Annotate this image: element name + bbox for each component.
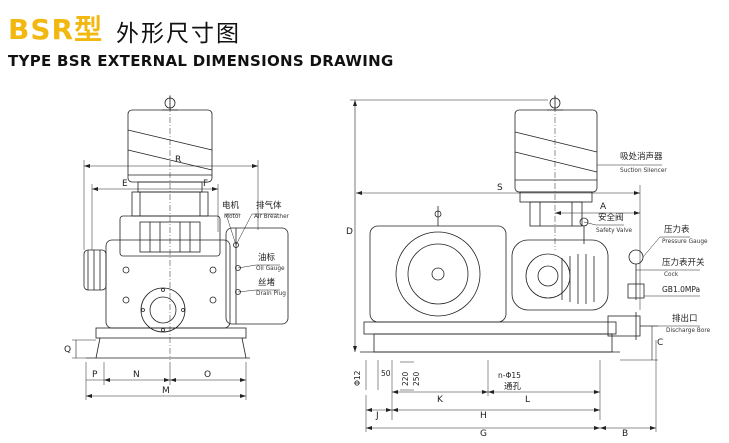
dim-F: F [203,179,208,189]
dim-A: A [600,202,607,212]
callout-oil-en: Oil Gauge [256,266,285,272]
left-oil-gauge-mark [235,265,241,271]
left-side-motor [225,227,289,325]
dim-E: E [122,179,128,189]
callout-motor-cn: 电机 [222,200,240,211]
dim-Q: Q [64,345,71,355]
dim-220: 220 [401,371,410,386]
left-pulley [83,249,107,291]
english-title: TYPE BSR EXTERNAL DIMENSIONS DRAWING [8,52,394,70]
left-base [95,327,247,339]
right-rotor [525,253,571,299]
callout-silencer-cn: 吸处消声器 [620,151,663,162]
dim-phi12: Φ12 [353,370,362,386]
dim-50: 50 [381,369,391,378]
hole-note: n-Φ15 [498,371,521,380]
callout-pgauge-en: Pressure Gauge [662,239,708,245]
dim-D: D [346,227,353,237]
callout-pgauge-cn: 压力表 [664,224,690,235]
model-title: BSR型 [8,13,104,46]
left-main-casing [105,239,231,329]
dim-H: H [480,411,487,421]
dim-P: P [92,370,98,380]
right-pressure-gauge [628,249,644,265]
dim-B: B [622,429,628,439]
left-flange [140,287,186,333]
dim-S: S [497,183,503,193]
dim-O: O [204,370,211,380]
dim-L: L [525,395,530,405]
callout-breather-cn: 排气体 [256,200,282,211]
right-base-frame [363,321,617,335]
callout-breather-en: Air Breather [254,214,290,220]
callout-motor-en: Motor [224,214,241,220]
dim-M: M [162,386,170,396]
right-blower-casing [511,239,609,311]
right-safety-valve [579,217,589,227]
callout-gb: GB1.0MPa [662,285,700,294]
callout-valve-cn: 安全阀 [598,212,624,223]
dim-J: J [375,411,379,421]
left-drain-mark [235,289,241,295]
callout-valve-en: Safety Valve [596,228,632,234]
callout-cock-cn: 压力表开关 [662,257,705,268]
callout-cock-en: Cock [664,272,679,278]
dim-N: N [133,370,140,380]
dim-G: G [480,429,487,439]
hole-note-cn: 通孔 [504,381,522,392]
callout-oil-cn: 油标 [258,252,276,263]
chinese-title: 外形尺寸图 [116,21,241,47]
callout-bore-cn: 排出口 [672,313,698,324]
right-motor [369,225,507,323]
dim-R: R [175,155,181,165]
left-breather-mark [233,242,239,248]
title-block: BSR型 外形尺寸图 TYPE BSR EXTERNAL DIMENSIONS … [8,6,408,70]
callout-drain-en: Drain Plug [256,291,286,297]
right-view [350,95,700,432]
dim-C: C [657,338,663,348]
dim-250: 250 [412,371,421,386]
callout-drain-cn: 丝堵 [258,277,276,288]
callout-silencer-en: Suction Silencer [620,168,667,174]
right-discharge-pipe [607,315,641,337]
dim-K: K [437,395,444,405]
left-view [72,95,289,400]
callout-bore-en: Discharge Bore [666,328,711,334]
